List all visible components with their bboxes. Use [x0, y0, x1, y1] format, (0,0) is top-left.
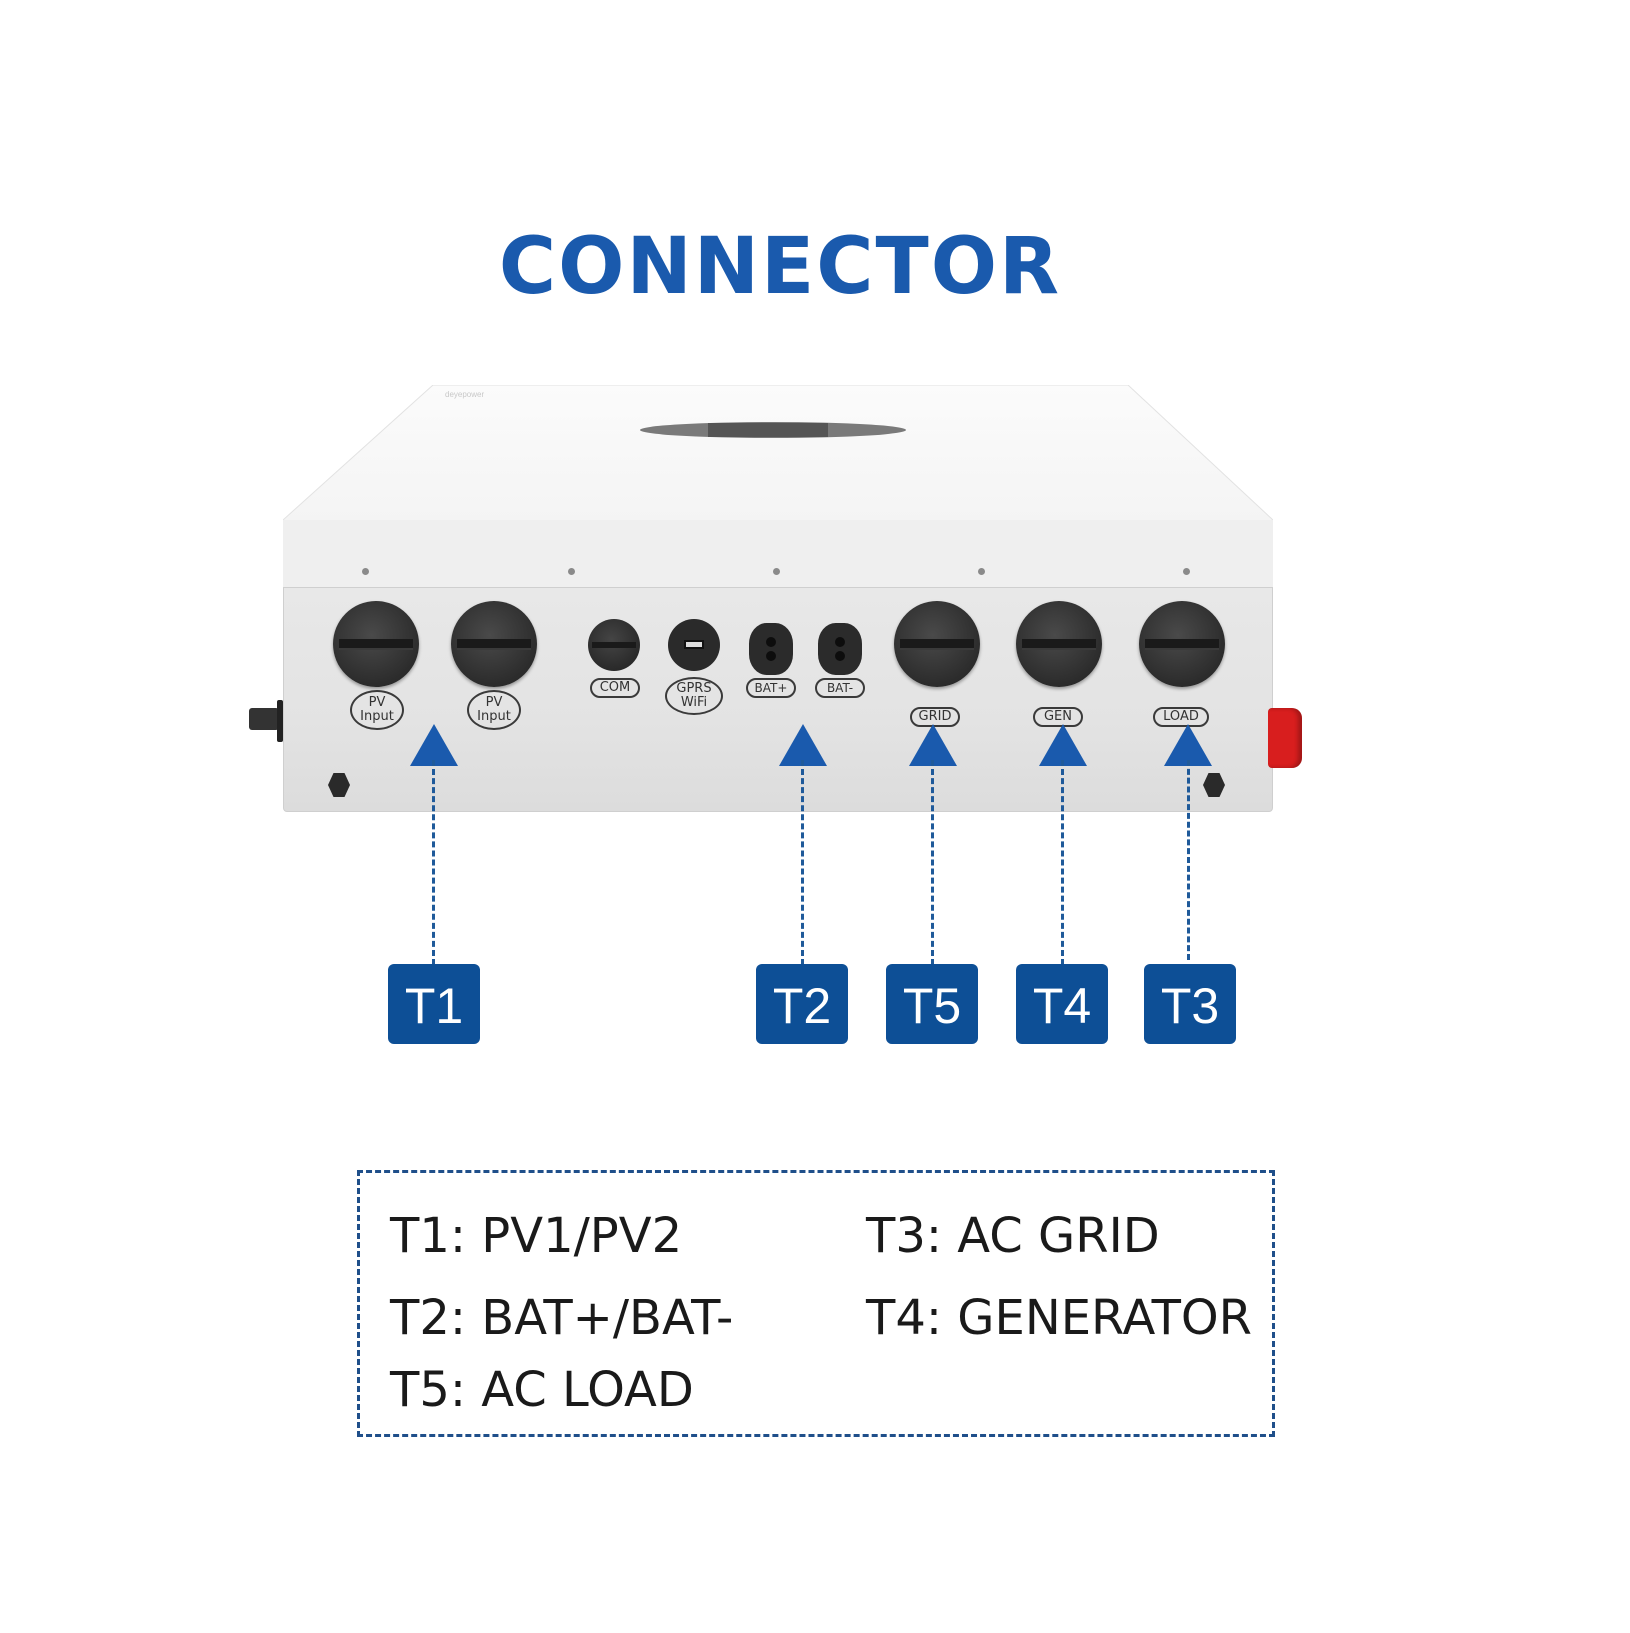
pv-input-2-port: [451, 601, 537, 687]
arrow-up-icon: [1039, 724, 1087, 766]
load-port: [1139, 601, 1225, 687]
callout-badge-t3: T3: [1144, 964, 1236, 1044]
callout-badge-t2: T2: [756, 964, 848, 1044]
port-label-pv-input-2: PV Input: [467, 690, 521, 730]
screw-icon: [568, 568, 575, 575]
callout-line: [1187, 760, 1190, 960]
screw-icon: [773, 568, 780, 575]
legend-item-t4: T4: GENERATOR: [866, 1290, 1253, 1346]
com-port: [588, 619, 640, 671]
emergency-stop-knob[interactable]: [1268, 708, 1302, 768]
pv-input-1-port: [333, 601, 419, 687]
mounting-bolt-icon: [328, 773, 350, 797]
port-label-gprs-wifi: GPRS WiFi: [665, 677, 723, 715]
brand-logo: deyepower: [445, 390, 484, 399]
gen-port: [1016, 601, 1102, 687]
screw-icon: [1183, 568, 1190, 575]
arrow-up-icon: [1164, 724, 1212, 766]
legend-box: [357, 1170, 1275, 1437]
callout-badge-t5: T5: [886, 964, 978, 1044]
dc-switch-icon[interactable]: [249, 700, 285, 742]
legend-item-t5: T5: AC LOAD: [390, 1362, 694, 1418]
callout-line: [1061, 760, 1064, 965]
port-label-com: COM: [590, 678, 640, 698]
port-label-pv-input-1: PV Input: [350, 690, 404, 730]
callout-line: [801, 760, 804, 965]
arrow-up-icon: [779, 724, 827, 766]
grid-port: [894, 601, 980, 687]
callout-line: [931, 760, 934, 965]
arrow-up-icon: [909, 724, 957, 766]
legend-item-t2: T2: BAT+/BAT-: [390, 1290, 734, 1346]
page-title: CONNECTOR: [498, 222, 1062, 312]
legend-item-t3: T3: AC GRID: [866, 1208, 1160, 1264]
port-label-bat-minus: BAT-: [815, 678, 865, 698]
gprs-wifi-port: [668, 619, 720, 671]
screw-icon: [362, 568, 369, 575]
callout-badge-t1: T1: [388, 964, 480, 1044]
callout-badge-t4: T4: [1016, 964, 1108, 1044]
inverter-lid: deyepower: [283, 385, 1273, 589]
arrow-up-icon: [410, 724, 458, 766]
bat-plus-connector: [749, 623, 793, 675]
port-label-bat-plus: BAT+: [746, 678, 796, 698]
legend-item-t1: T1: PV1/PV2: [390, 1208, 683, 1264]
callout-line: [432, 760, 435, 965]
bat-minus-connector: [818, 623, 862, 675]
screw-icon: [978, 568, 985, 575]
mounting-bolt-icon: [1203, 773, 1225, 797]
